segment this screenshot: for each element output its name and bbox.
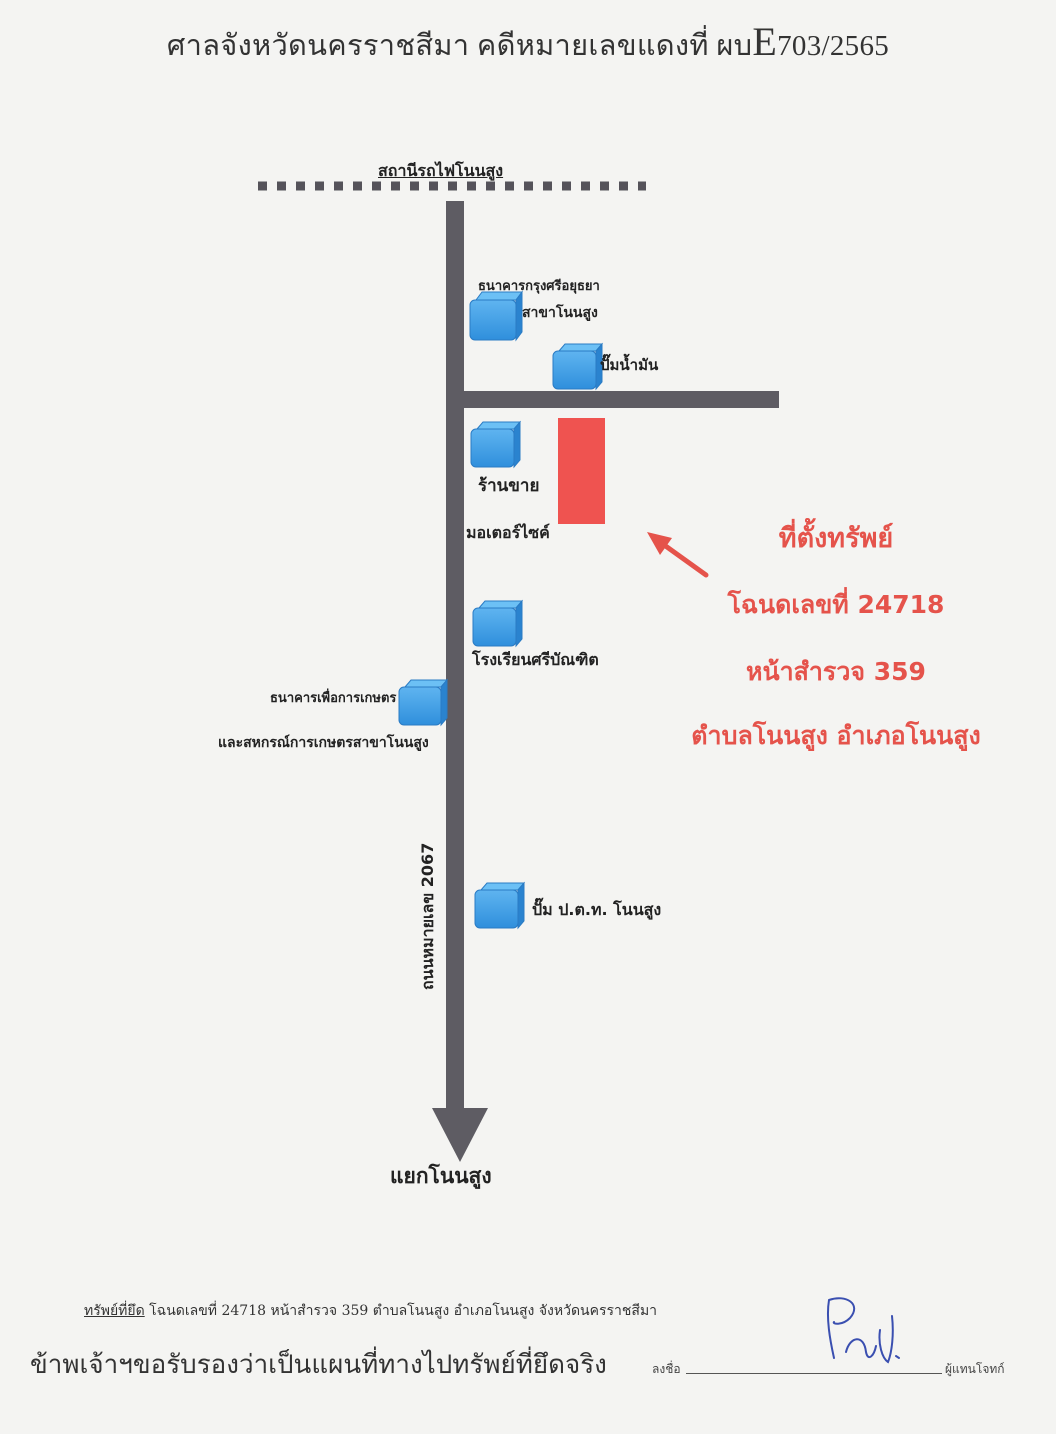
property-info-deed: โฉนดเลขที่ 24718 bbox=[727, 590, 945, 619]
document-header: ศาลจังหวัดนครราชสีมา คดีหมายเลขแดงที่ ผบ… bbox=[0, 18, 1056, 68]
sign-label: ลงชื่อ bbox=[652, 1362, 681, 1376]
main-road bbox=[446, 201, 464, 1121]
motorcycle-shop-label-line1: ร้านขาย bbox=[478, 476, 540, 496]
signature-line bbox=[686, 1373, 942, 1374]
header-title-e: E bbox=[752, 19, 778, 64]
signer-role: ผู้แทนโจทก์ bbox=[945, 1362, 1005, 1376]
junction-label: แยกโนนสูง bbox=[390, 1164, 492, 1188]
property-marker bbox=[558, 418, 605, 524]
ptt-station-label: ปั๊ม ป.ต.ท. โนนสูง bbox=[532, 900, 662, 919]
landmark-box-baac bbox=[398, 678, 449, 727]
header-title-prefix: ศาลจังหวัดนครราชสีมา คดีหมายเลขแดงที่ ผบ bbox=[166, 30, 753, 62]
signature-image bbox=[826, 1297, 900, 1364]
landmark-box-school bbox=[472, 599, 524, 648]
landmark-box-krungsri bbox=[469, 290, 523, 342]
side-road bbox=[446, 391, 779, 408]
header-title-suffix: 703/2565 bbox=[777, 30, 890, 62]
property-info-location: ตำบลโนนสูง อำเภอโนนสูง bbox=[691, 721, 981, 750]
school-label: โรงเรียนศรีบัณฑิต bbox=[472, 650, 599, 669]
landmark-box-gas-station bbox=[552, 342, 604, 391]
property-info-title: ที่ตั้งทรัพย์ bbox=[778, 523, 894, 554]
baac-label-line1: ธนาคารเพื่อการเกษตร bbox=[270, 691, 397, 706]
station-label: สถานีรถไฟโนนสูง bbox=[378, 161, 504, 180]
gas-station-label: ปั๊มน้ำมัน bbox=[600, 356, 659, 374]
seized-property-line: ทรัพย์ที่ยึด โฉนดเลขที่ 24718 หน้าสำรวจ … bbox=[84, 1300, 657, 1322]
landmark-box-motorcycle-shop bbox=[470, 420, 522, 469]
property-info-survey: หน้าสำรวจ 359 bbox=[746, 657, 926, 686]
property-arrow-head bbox=[647, 532, 672, 555]
baac-label-line2: และสหกรณ์การเกษตรสาขาโนนสูง bbox=[218, 735, 429, 751]
landmark-box-ptt bbox=[474, 881, 526, 930]
seized-detail: โฉนดเลขที่ 24718 หน้าสำรวจ 359 ตำบลโนนสู… bbox=[144, 1303, 658, 1319]
motorcycle-shop-label-line2: มอเตอร์ไซค์ bbox=[466, 523, 550, 542]
property-arrow bbox=[657, 539, 709, 578]
certification-text: ข้าพเจ้าฯขอรับรองว่าเป็นแผนที่ทางไปทรัพย… bbox=[30, 1350, 607, 1379]
seized-label: ทรัพย์ที่ยึด bbox=[84, 1303, 145, 1319]
road-arrow-head bbox=[432, 1108, 488, 1162]
krungsri-label-line1: ธนาคารกรุงศรีอยุธยา bbox=[478, 279, 600, 294]
road-label: ถนนหมายเลข 2067 bbox=[418, 842, 437, 990]
krungsri-label-line2: สาขาโนนสูง bbox=[522, 305, 598, 321]
